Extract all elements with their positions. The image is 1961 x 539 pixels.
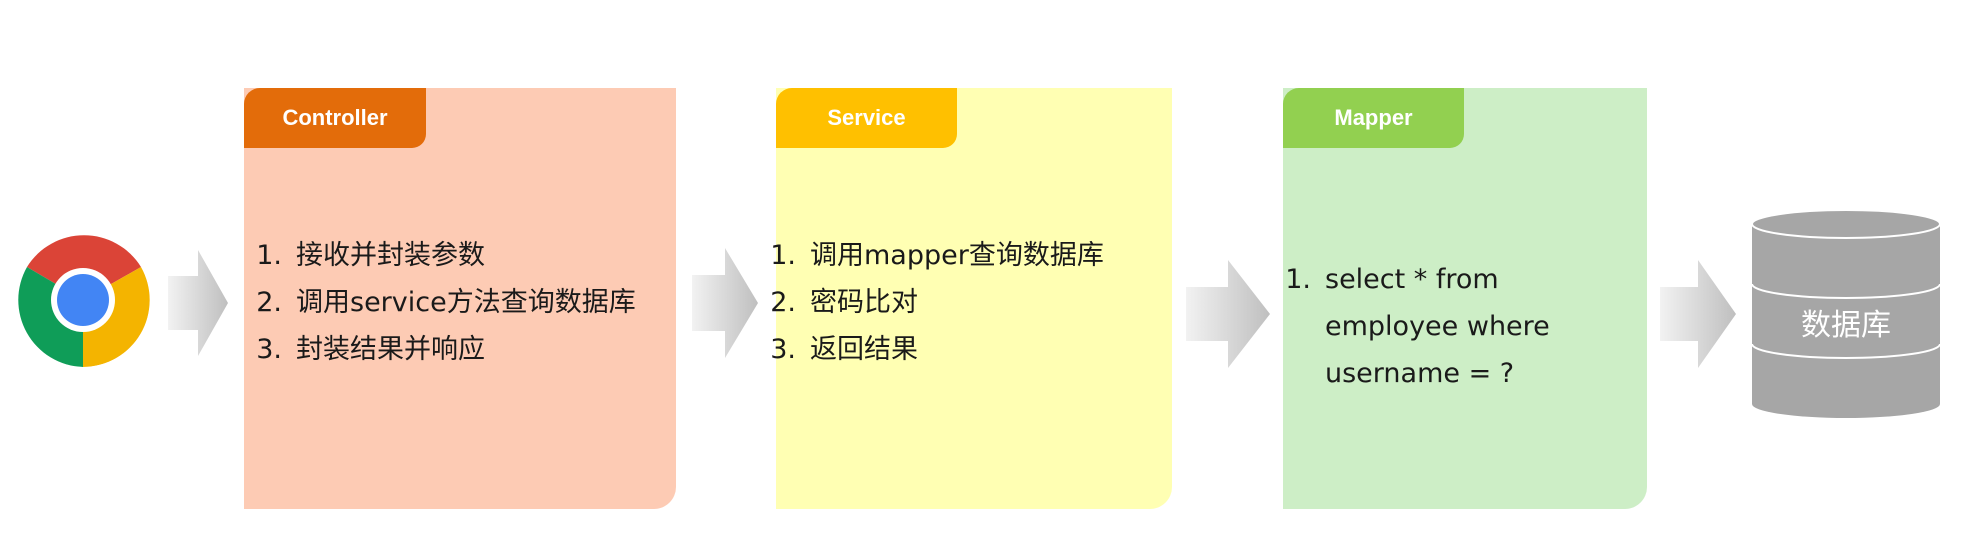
service-steps: 1. 调用mapper查询数据库 2. 密码比对 3. 返回结果 [758, 232, 1104, 373]
list-item: 1. 接收并封装参数 [244, 232, 636, 279]
database-icon: 数据库 [1750, 208, 1942, 420]
step-text: select * from employee where username = … [1325, 264, 1550, 389]
step-text: 调用service方法查询数据库 [296, 287, 636, 318]
list-item: 3. 封装结果并响应 [244, 326, 636, 373]
step-number: 3. [256, 334, 282, 365]
step-number: 2. [256, 287, 282, 318]
step-number: 1. [770, 240, 796, 271]
service-card: Service 1. 调用mapper查询数据库 2. 密码比对 3. 返回结果 [770, 88, 1172, 509]
database-label: 数据库 [1801, 308, 1891, 343]
arrow-right-icon [1186, 260, 1270, 368]
step-number: 3. [770, 334, 796, 365]
step-number: 1. [256, 240, 282, 271]
controller-tab: Controller [244, 88, 426, 148]
arrow-right-icon [168, 250, 228, 356]
list-item: 1. 调用mapper查询数据库 [758, 232, 1104, 279]
step-text: 返回结果 [810, 334, 918, 365]
mapper-card: Mapper 1. select * from employee where u… [1283, 88, 1647, 509]
step-text: 密码比对 [810, 287, 918, 318]
list-item: 2. 密码比对 [758, 279, 1104, 326]
step-number: 1. [1285, 264, 1311, 295]
mapper-tab: Mapper [1283, 88, 1464, 148]
controller-steps: 1. 接收并封装参数 2. 调用service方法查询数据库 3. 封装结果并响… [244, 232, 636, 373]
list-item: 3. 返回结果 [758, 326, 1104, 373]
list-item: 1. select * from employee where username… [1273, 256, 1633, 397]
step-text: 接收并封装参数 [296, 240, 485, 271]
arrow-right-icon [692, 248, 758, 358]
list-item: 2. 调用service方法查询数据库 [244, 279, 636, 326]
controller-card: Controller 1. 接收并封装参数 2. 调用service方法查询数据… [244, 88, 676, 509]
chrome-browser-icon [15, 232, 151, 368]
step-text: 调用mapper查询数据库 [810, 240, 1104, 271]
arrow-right-icon [1660, 260, 1736, 368]
mapper-steps: 1. select * from employee where username… [1273, 256, 1633, 397]
step-number: 2. [770, 287, 796, 318]
step-text: 封装结果并响应 [296, 334, 485, 365]
service-tab: Service [776, 88, 957, 148]
